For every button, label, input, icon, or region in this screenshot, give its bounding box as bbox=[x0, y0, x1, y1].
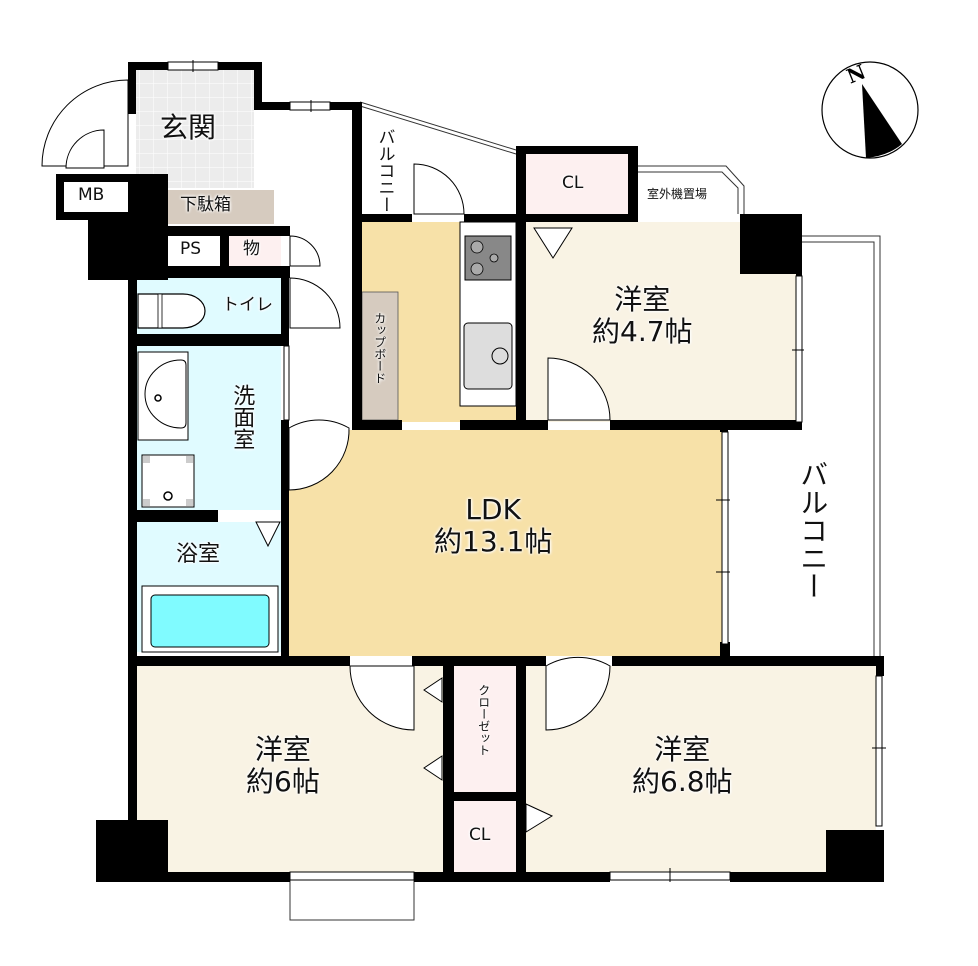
washbasin-fixture bbox=[137, 351, 189, 441]
closet-top-floor bbox=[526, 154, 628, 214]
room-label-western-1: 洋室 約4.7帖 bbox=[592, 283, 693, 349]
ldk-floor bbox=[289, 430, 723, 656]
room-label-western-2: 洋室 約6帖 bbox=[246, 733, 320, 799]
balcony-outlines bbox=[289, 101, 881, 921]
sink-fixture bbox=[463, 322, 513, 390]
room-name: 洋室 bbox=[654, 733, 711, 766]
fixtures bbox=[137, 221, 517, 653]
toilet-fixture bbox=[137, 293, 206, 329]
room-label-closet: クローゼット bbox=[476, 684, 491, 756]
room-size: 約13.1帖 bbox=[434, 525, 553, 559]
room-name: 洋室 bbox=[254, 733, 311, 766]
room-label-storage: 物 bbox=[243, 239, 260, 259]
room-label-balcony-small: バルコニー bbox=[374, 128, 395, 213]
room-label-closet-top: CL bbox=[562, 173, 584, 193]
north-arrow-icon bbox=[821, 61, 919, 159]
room-size: 約4.7帖 bbox=[592, 315, 693, 349]
room-label-toilet: トイレ bbox=[222, 295, 273, 315]
room-label-shoe-cabinet: 下駄箱 bbox=[180, 195, 231, 215]
closet-bottom-floor bbox=[454, 800, 516, 872]
shoe-cabinet bbox=[168, 190, 274, 224]
room-label-outdoor-unit: 室外機置場 bbox=[647, 187, 708, 201]
bathtub-fixture bbox=[141, 585, 279, 653]
room-name: 洋室 bbox=[614, 283, 671, 316]
room-size: 約6帖 bbox=[246, 765, 320, 799]
room-name: LDK bbox=[465, 493, 521, 526]
room-label-ps: PS bbox=[180, 239, 202, 259]
stove-fixture bbox=[464, 235, 512, 281]
storage-area bbox=[229, 236, 281, 266]
room-size: 約6.8帖 bbox=[632, 765, 733, 799]
room-label-closet-bottom: CL bbox=[469, 825, 491, 845]
doors bbox=[41, 79, 611, 833]
room-label-balcony-main: バルコニー bbox=[796, 460, 830, 600]
windows bbox=[167, 60, 886, 882]
compass: N bbox=[818, 58, 922, 162]
washing-machine-fixture bbox=[141, 454, 195, 508]
room-label-mb: MB bbox=[78, 185, 105, 205]
ps-area bbox=[168, 236, 220, 266]
room-label-genkan: 玄関 bbox=[160, 111, 217, 144]
room-label-ldk: LDK 約13.1帖 bbox=[434, 493, 553, 559]
room-label-washroom: 洗面室 bbox=[229, 384, 255, 450]
room-label-bathroom: 浴室 bbox=[176, 542, 221, 567]
closet-floor bbox=[454, 666, 516, 792]
room-label-cupboard: カップボード bbox=[372, 312, 387, 384]
genkan-floor bbox=[136, 70, 254, 188]
room-label-western-3: 洋室 約6.8帖 bbox=[632, 733, 733, 799]
